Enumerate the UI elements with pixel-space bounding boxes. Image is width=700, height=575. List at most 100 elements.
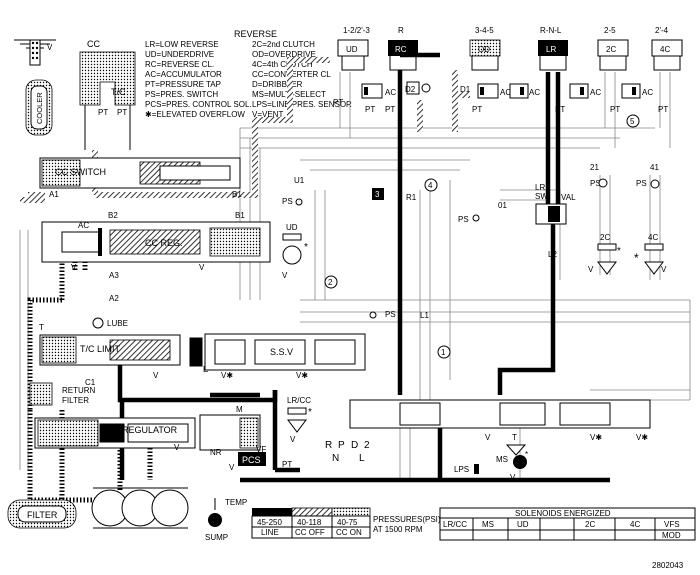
vent-overflow-label: V✱ <box>221 371 233 380</box>
solenoid-column: VFS <box>664 520 680 529</box>
dribbler-d2: D2 <box>405 81 431 95</box>
clutch-4c: 2'-4 4C <box>651 26 683 71</box>
accumulator-4c: AC <box>621 83 653 99</box>
legend-item: AC=ACCUMULATOR <box>145 70 222 79</box>
pressure-legend-subtitle: AT 1500 RPM <box>373 525 423 534</box>
clutch-range-label: 2-5 <box>604 26 616 35</box>
pressure-control-solenoid: M VF NR PCS V PT <box>199 405 292 472</box>
pressure-tap-label: PT <box>98 108 108 117</box>
vent-label: V <box>47 43 53 52</box>
pressure-name: LINE <box>261 528 279 537</box>
clutch-range-label: R-N-L <box>540 26 562 35</box>
solenoid-column: MS <box>482 520 494 529</box>
filter-label: FILTER <box>27 510 58 520</box>
pressure-tap-label: PT <box>365 105 375 114</box>
pressure-legend-title: PRESSURES(PSI) <box>373 515 441 524</box>
gear-position: 2 <box>364 440 370 451</box>
regulator-label: REGULATOR <box>122 425 178 435</box>
clutch-lr: R-N-L LR <box>538 26 568 71</box>
legend-item: 4C=4th CLUTCH <box>252 60 313 69</box>
clutch-box <box>388 40 418 56</box>
legend-item: LR=LOW REVERSE <box>145 40 219 49</box>
circled-number: 1 <box>441 348 446 357</box>
port-label: A2 <box>109 294 119 303</box>
circled-number: 3 <box>375 190 380 199</box>
accumulator-lr: AC <box>509 83 540 99</box>
overflow-star: * <box>525 450 528 459</box>
vent-dots <box>31 41 39 60</box>
cc-switch-label: CC SWITCH <box>55 167 106 177</box>
port-label: B1 <box>232 190 242 199</box>
pressure-tap-label: PT <box>117 108 127 117</box>
clutch-box <box>538 40 568 56</box>
clutch-box <box>337 39 369 57</box>
vent-label: V <box>485 433 491 442</box>
pressure-tap-label: PT <box>658 105 668 114</box>
legend-item: PCS=PRES. CONTROL SOL. <box>145 100 252 109</box>
vent-label: V <box>661 265 667 274</box>
return-filter-line: FILTER <box>62 396 89 405</box>
port-label: 41 <box>650 163 659 172</box>
port-label: C1 <box>85 378 96 387</box>
port-label: B1 <box>235 211 245 220</box>
pressure-switches-middle: U1 PS UD * V 2 3 R1 4 PS 01 5 1 <box>282 114 640 359</box>
legend-item: PT=PRESSURE TAP <box>145 80 221 89</box>
pressure-name: CC ON <box>336 528 362 537</box>
clutch-range-label: 1-2/2'-3 <box>343 26 370 35</box>
port-label: R1 <box>406 193 417 202</box>
vent-label: V <box>153 371 159 380</box>
converter-clutch <box>79 51 136 106</box>
legend-item: RC=REVERSE CL. <box>145 60 214 69</box>
port-label: A3 <box>109 271 119 280</box>
temp-label: TEMP <box>225 498 247 507</box>
vent-label: V <box>174 443 180 452</box>
cc-on-passages <box>27 230 153 520</box>
vent-label: V <box>510 473 516 482</box>
vent-label: V <box>290 435 296 444</box>
circled-number: 2 <box>328 278 333 287</box>
solenoid-label: 4C <box>648 233 658 242</box>
cc-label: CC <box>87 39 100 49</box>
pressure-switch-label: PS <box>636 179 647 188</box>
pressure-tap-label: PT <box>333 98 343 107</box>
overflow-star: * <box>617 246 621 257</box>
gear-position: R <box>325 440 332 451</box>
cooler: COOLER <box>25 79 53 136</box>
vent-label: V <box>229 463 235 472</box>
legend-item: D=DRIBBLER <box>252 80 303 89</box>
legend-heading: REVERSE <box>234 29 277 39</box>
port-label: A1 <box>49 190 59 199</box>
legend-right-column: 2C=2nd CLUTCH OD=OVERDRIVE 4C=4th CLUTCH… <box>252 40 352 119</box>
legend-left-column: LR=LOW REVERSE UD=UNDERDRIVE RC=REVERSE … <box>145 40 252 119</box>
shift-solenoid-valve: E S.S.V V✱ V✱ PS L1 <box>189 310 429 380</box>
port-label: T <box>39 323 44 332</box>
abbreviation-legend: REVERSE LR=LOW REVERSE UD=UNDERDRIVE RC=… <box>145 29 352 119</box>
gear-position: D <box>351 440 358 451</box>
clutch-name: 4C <box>660 45 670 54</box>
pcs-label: PCS <box>242 455 261 465</box>
accumulator-label: AC <box>642 88 653 97</box>
clutch-od: 3-4-5 OD <box>469 26 501 71</box>
gear-position-selector: R P D 2 N L <box>325 440 370 464</box>
return-filter-line: RETURN <box>62 386 96 395</box>
vent-label: V <box>71 263 77 272</box>
multi-select-solenoid: T MS * V <box>496 433 528 482</box>
dribbler-label: D2 <box>405 85 416 94</box>
overflow-star: * <box>634 251 639 265</box>
lr-switch-label-line: SW <box>535 192 548 201</box>
pressure-switch-label: PS <box>590 179 601 188</box>
pressure-tap-label: PT <box>282 460 292 469</box>
line-pressure-sensor: LPS <box>454 464 479 474</box>
lube-circuit: T LUBE <box>39 317 128 332</box>
port-label: NR <box>210 448 222 457</box>
cc-on-swatch <box>331 507 371 517</box>
dribbler-d1: D1 <box>460 85 471 94</box>
return-filter: RETURN FILTER C1 <box>29 378 96 406</box>
solenoid-label: UD <box>286 223 298 232</box>
vent-overflow-label: V✱ <box>636 433 648 442</box>
accumulator-label: AC <box>385 88 396 97</box>
legend-item: V=VENT <box>252 110 283 119</box>
